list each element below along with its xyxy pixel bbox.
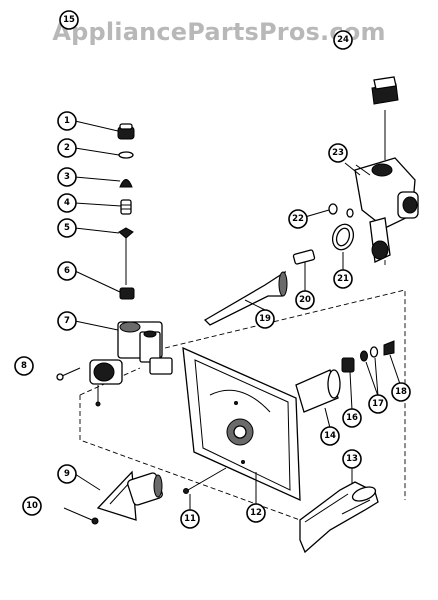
svg-text:2: 2 [64, 143, 70, 153]
svg-text:7: 7 [64, 316, 70, 326]
callout-15: 15 [59, 10, 79, 30]
svg-text:21: 21 [337, 274, 349, 284]
svg-text:11: 11 [184, 514, 196, 524]
svg-text:1: 1 [64, 116, 70, 126]
svg-text:14: 14 [324, 431, 336, 441]
part-washer-17 [360, 346, 379, 362]
part-valve-body [89, 321, 173, 407]
callout-14: 14 [320, 426, 340, 446]
callout-5: 5 [57, 218, 77, 238]
svg-text:3: 3 [64, 172, 70, 182]
part-screw-8 [56, 367, 81, 381]
part-sleeve [295, 369, 341, 413]
callout-21: 21 [333, 269, 353, 289]
part-seat [119, 287, 135, 300]
callout-20: 20 [295, 290, 315, 310]
svg-text:4: 4 [64, 198, 70, 208]
callout-3: 3 [57, 167, 77, 187]
callout-24: 24 [333, 30, 353, 50]
svg-text:16: 16 [346, 413, 358, 423]
svg-text:13: 13 [346, 454, 358, 464]
callout-23: 23 [328, 143, 348, 163]
svg-text:15: 15 [63, 15, 75, 25]
callout-12: 12 [246, 503, 266, 523]
part-handle [96, 470, 163, 521]
callout-18: 18 [391, 382, 411, 402]
svg-text:19: 19 [259, 314, 271, 324]
part-escutcheon [182, 346, 301, 502]
leader-lines [74, 120, 401, 510]
part-nipple-20 [292, 249, 316, 265]
part-stem [118, 227, 134, 285]
callout-22: 22 [288, 209, 308, 229]
callout-8: 8 [14, 356, 34, 376]
part-spring [120, 199, 132, 215]
part-bonnet-18 [383, 340, 395, 356]
svg-text:22: 22 [292, 214, 304, 224]
part-handle-extension [203, 270, 288, 326]
svg-text:23: 23 [332, 148, 344, 158]
svg-text:24: 24 [337, 35, 349, 45]
part-diverter-body [354, 110, 419, 263]
part-screw-11 [183, 467, 227, 494]
callout-16: 16 [342, 408, 362, 428]
callout-11: 11 [180, 509, 200, 529]
watermark-text: AppliancePartsPros.com [52, 18, 385, 46]
part-gasket-21 [331, 223, 355, 251]
part-spout [299, 481, 379, 554]
svg-text:10: 10 [26, 501, 38, 511]
part-screw-10 [63, 507, 99, 525]
svg-text:9: 9 [64, 469, 70, 479]
callout-17: 17 [368, 394, 388, 414]
part-nut-16 [341, 357, 355, 373]
svg-text:18: 18 [395, 387, 407, 397]
svg-text:12: 12 [250, 508, 262, 518]
callout-13: 13 [342, 449, 362, 469]
svg-text:8: 8 [21, 361, 27, 371]
callout-19: 19 [255, 309, 275, 329]
callout-9: 9 [57, 464, 77, 484]
part-bonnet [119, 179, 133, 188]
svg-text:20: 20 [299, 295, 311, 305]
callout-1: 1 [57, 111, 77, 131]
callout-4: 4 [57, 193, 77, 213]
svg-text:6: 6 [64, 266, 70, 276]
callout-2: 2 [57, 138, 77, 158]
svg-text:5: 5 [64, 223, 70, 233]
callout-7: 7 [57, 311, 77, 331]
svg-text:17: 17 [372, 399, 384, 409]
callout-10: 10 [22, 496, 42, 516]
part-cap-24 [371, 76, 399, 105]
part-washer [118, 151, 134, 159]
callout-6: 6 [57, 261, 77, 281]
part-o-ring-22 [328, 203, 354, 218]
part-cap [117, 123, 135, 140]
